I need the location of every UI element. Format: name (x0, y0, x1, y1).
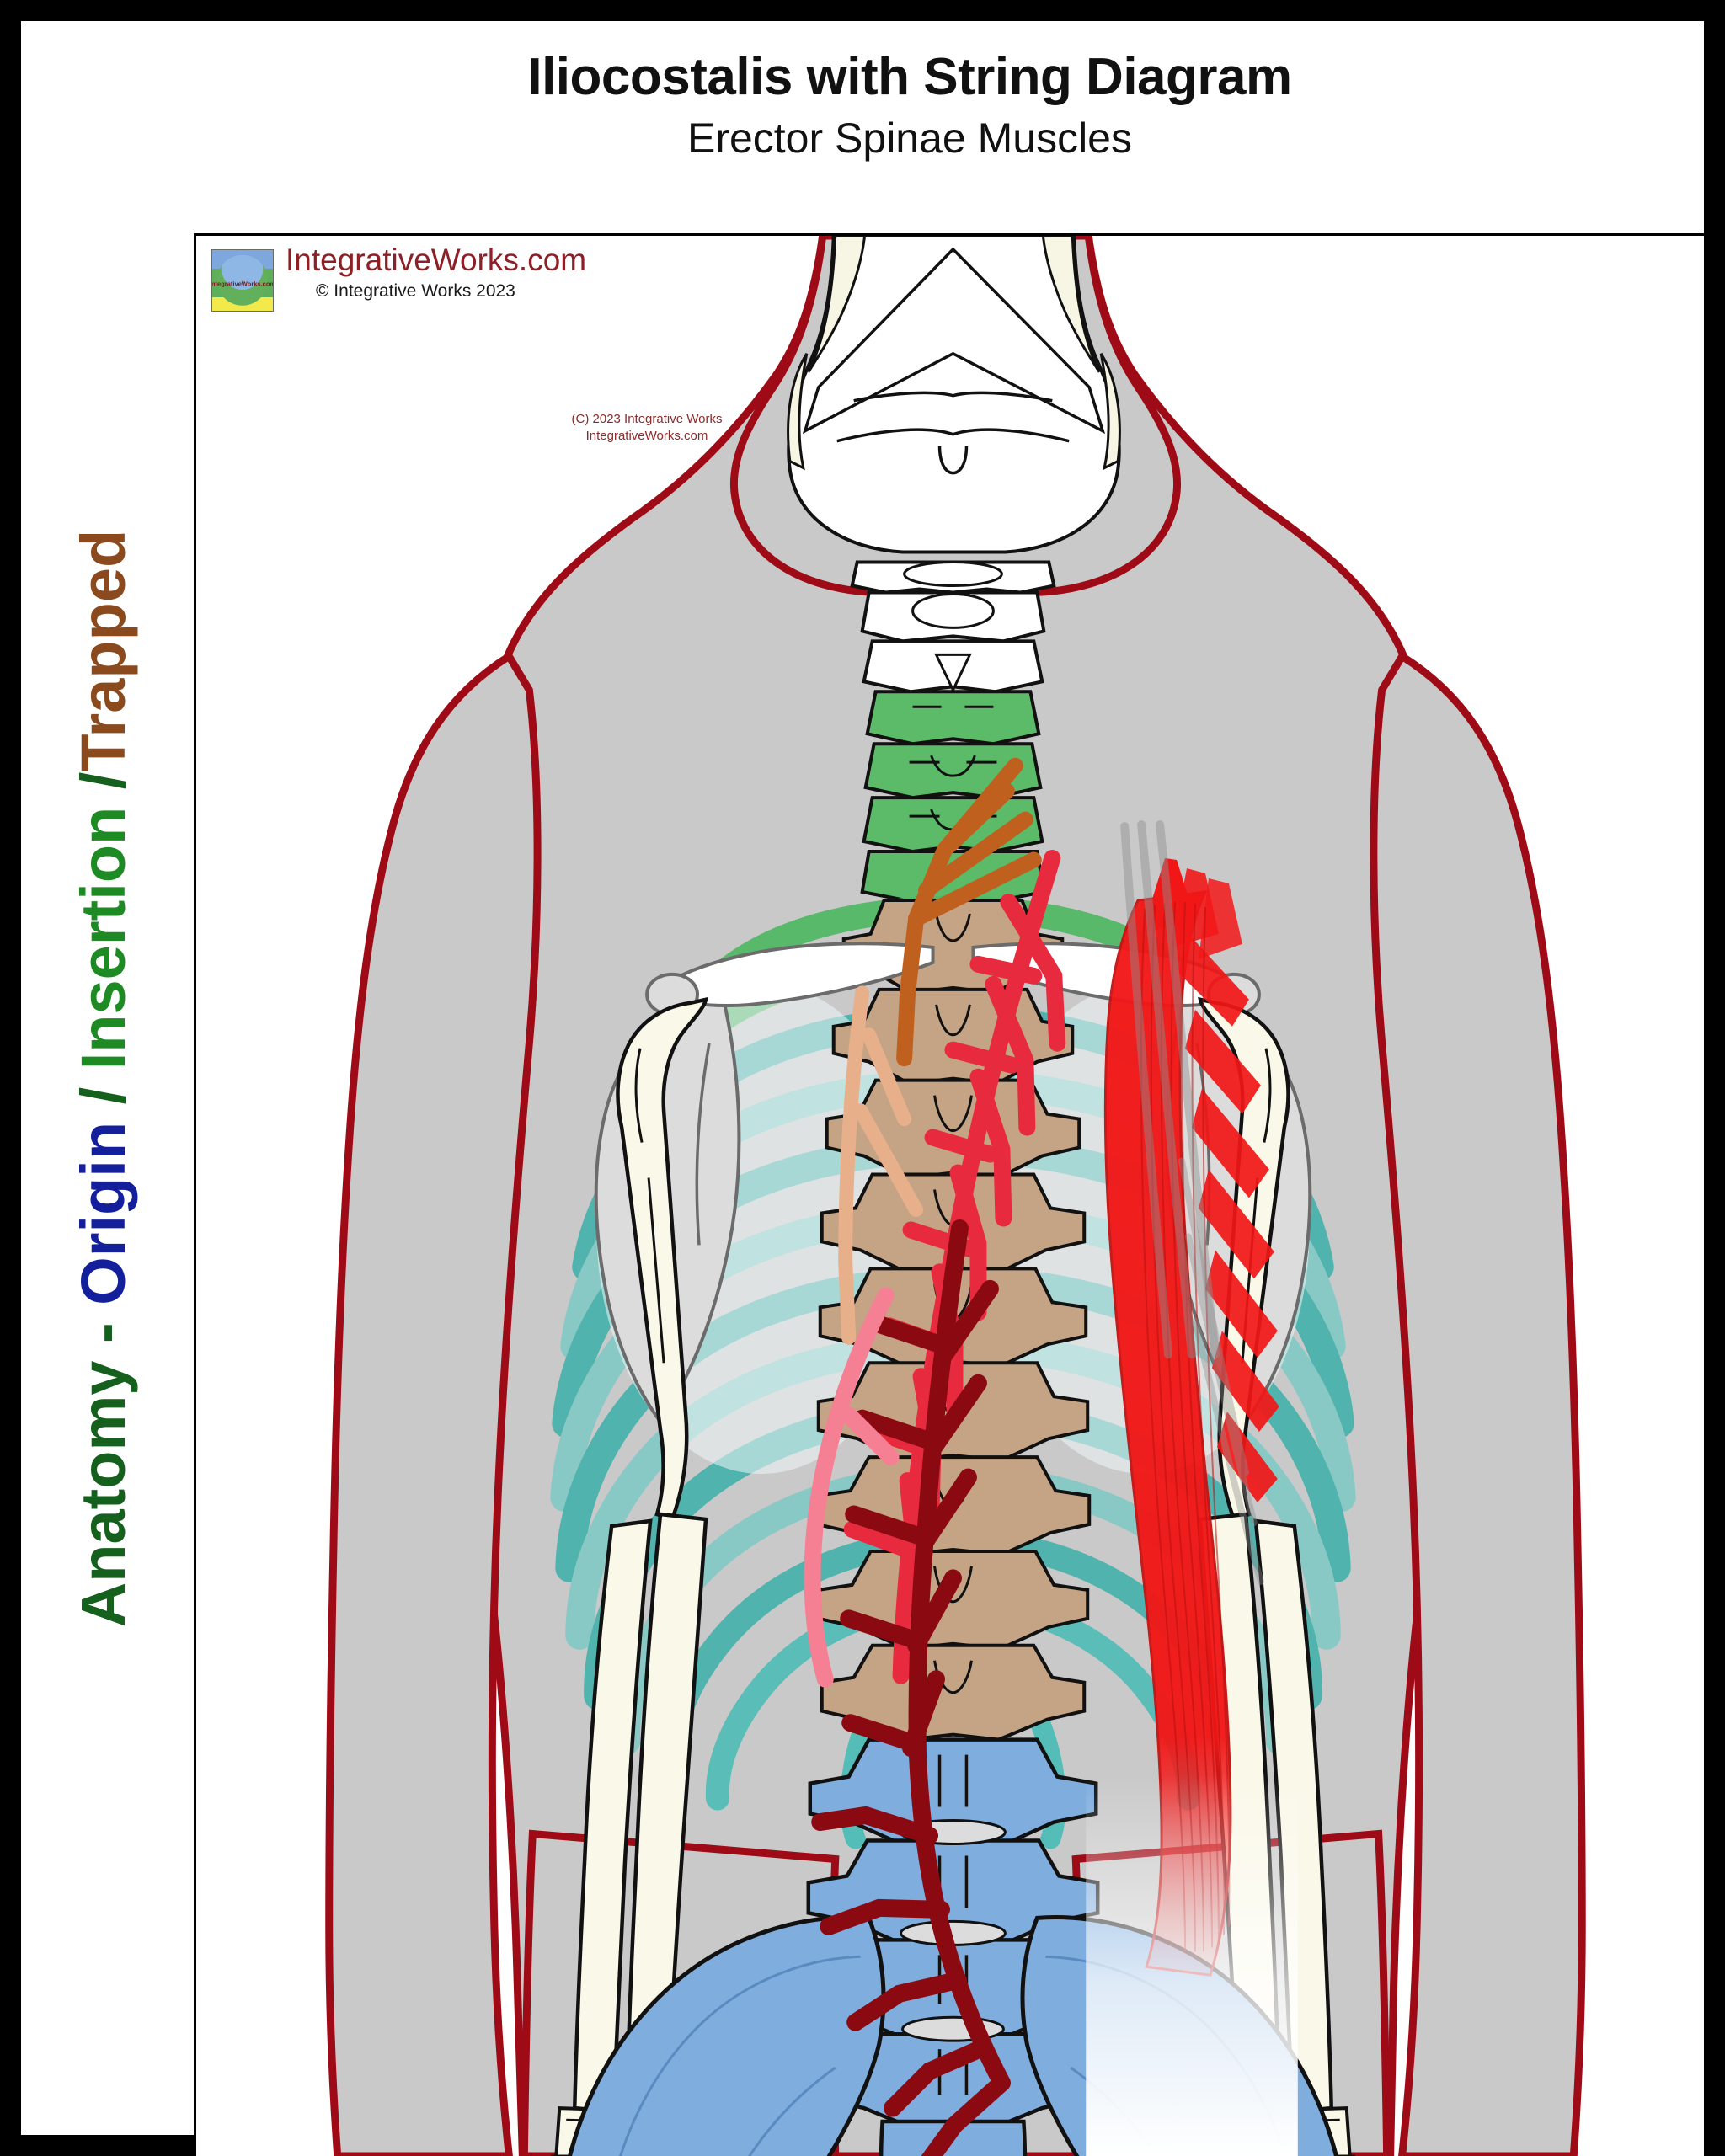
right-arm-outline (1370, 651, 1586, 2156)
cervical-spine (850, 560, 1056, 904)
left-arm-outline (325, 651, 542, 2156)
ilium-left (567, 1915, 886, 2156)
title-block: Iliocostalis with String Diagram Erector… (194, 29, 1626, 211)
skull (787, 236, 1121, 554)
string-strand-lumborum-ribs (840, 1313, 949, 1751)
side-caption-sep1: / (68, 1069, 139, 1122)
string-diagram (804, 757, 1066, 2156)
string-iliac-attachments (811, 1806, 1011, 2156)
anatomy-illustration (325, 236, 1586, 2156)
side-caption-trapped: Trapped (68, 529, 139, 772)
page-title: Iliocostalis with String Diagram (527, 48, 1292, 106)
side-caption-sep2: / (68, 771, 139, 807)
string-strand-lumborum (902, 1219, 1011, 2092)
anatomy-figure-frame: ⚹ IntegrativeWorks.com IntegrativeWorks.… (194, 233, 1704, 2156)
side-caption: Anatomy - Origin / Insertion /Trapped (53, 236, 154, 1920)
side-caption-insertion: Insertion (68, 806, 139, 1070)
side-caption-anatomy: Anatomy - (68, 1305, 139, 1627)
string-strand-peach (838, 985, 924, 1345)
side-caption-origin: Origin (68, 1121, 139, 1305)
paper-sheet: Iliocostalis with String Diagram Erector… (21, 21, 1704, 2156)
iliocostalis-muscle (1086, 820, 1298, 2156)
string-strand-cervicis (896, 757, 1042, 1067)
string-strand-pink (804, 1287, 900, 1688)
vertebra-c4 (865, 690, 1041, 746)
page-subtitle: Erector Spinae Muscles (686, 115, 1132, 162)
side-caption-text: Anatomy - Origin / Insertion /Trapped (68, 529, 140, 1626)
